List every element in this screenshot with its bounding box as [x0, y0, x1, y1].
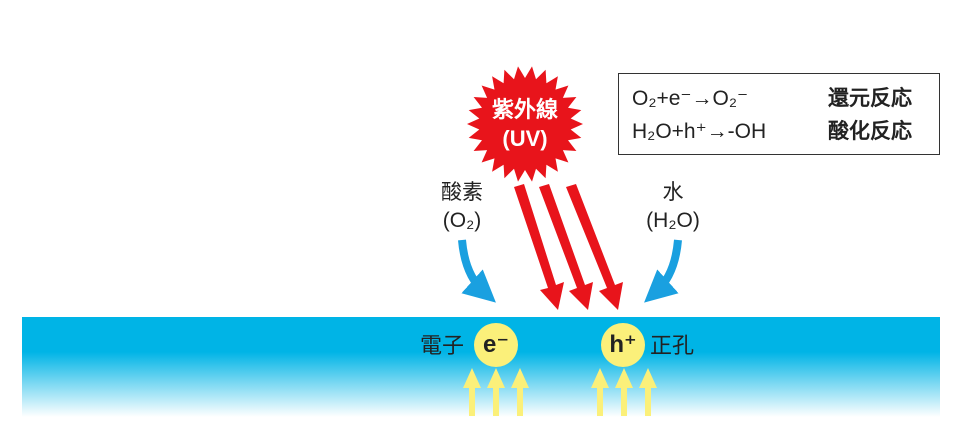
uv-label-line2: (UV)	[502, 126, 548, 151]
excitation-arrows	[463, 368, 657, 416]
uv-ray-arrow	[514, 184, 564, 310]
oxygen-label-line2: (O₂)	[442, 209, 482, 232]
uv-label-line1: 紫外線	[491, 97, 558, 122]
excitation-arrow	[639, 368, 657, 416]
hole-particle: h⁺	[601, 323, 645, 367]
excitation-arrow	[511, 368, 529, 416]
water-label-line1: 水	[662, 181, 684, 204]
uv-starburst-icon	[467, 66, 583, 182]
oxidation-label: 酸化反応	[828, 120, 912, 143]
hole-label: 正孔	[650, 333, 695, 358]
excitation-arrow	[591, 368, 609, 416]
oxygen-arrow-icon	[458, 239, 496, 303]
reduction-equation: O₂+e⁻→O₂⁻	[632, 87, 749, 110]
excitation-arrow	[487, 368, 505, 416]
reaction-legend-box	[618, 73, 940, 155]
uv-ray-arrows	[514, 184, 623, 310]
excitation-arrow	[615, 368, 633, 416]
electron-label: 電子	[420, 333, 465, 358]
electron-particle: e⁻	[474, 323, 518, 367]
water-label-line2: (H₂O)	[646, 209, 700, 232]
oxidation-equation: H₂O+h⁺→-OH	[632, 120, 767, 143]
water-arrow-icon	[644, 239, 682, 303]
uv-ray-arrow	[539, 184, 593, 310]
excitation-arrow	[463, 368, 481, 416]
uv-ray-arrow	[566, 184, 623, 310]
oxygen-label-line1: 酸素	[441, 181, 483, 204]
reduction-label: 還元反応	[828, 87, 912, 110]
